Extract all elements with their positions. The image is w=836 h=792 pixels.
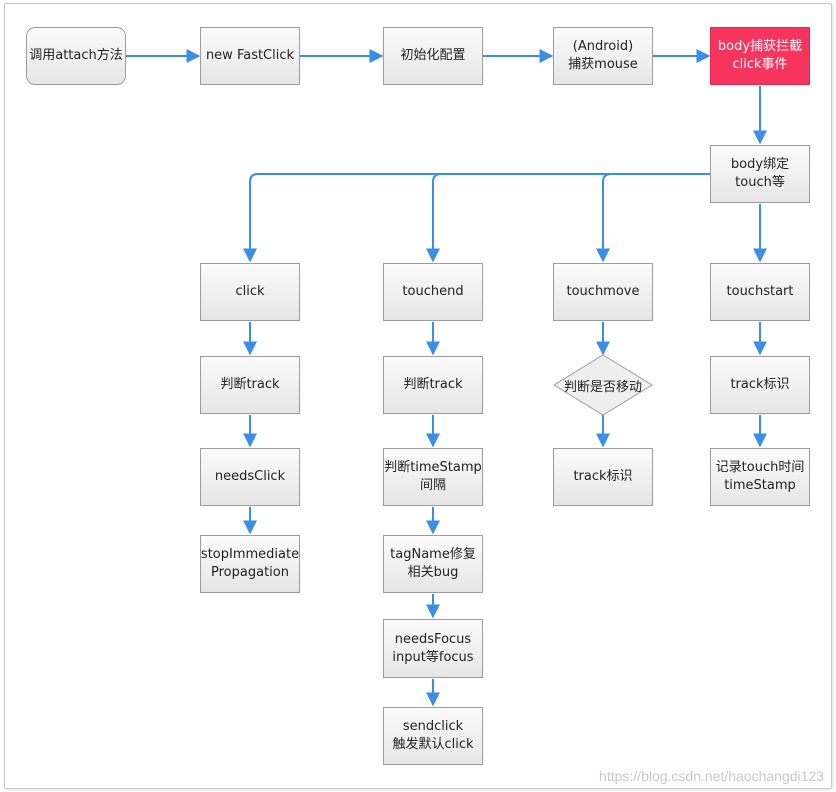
node-touchend-judge-track: 判断track — [383, 356, 483, 414]
node-sendclick: sendclick 触发默认click — [383, 707, 483, 765]
node-touchstart-track-flag: track标识 — [710, 356, 810, 414]
node-touchstart: touchstart — [710, 263, 810, 321]
node-needs-focus: needsFocus input等focus — [383, 619, 483, 678]
node-touchend: touchend — [383, 263, 483, 321]
node-judge-moved: 判断是否移动 — [563, 379, 642, 395]
node-body-intercept: body捕获拦截 click事件 — [710, 27, 810, 85]
node-needs-click: needsClick — [200, 448, 300, 506]
node-tagname-fix: tagName修复 相关bug — [383, 535, 483, 593]
node-stop-propagation: stopImmediate Propagation — [200, 535, 300, 593]
node-click-judge-track: 判断track — [200, 356, 300, 414]
node-new-fastclick: new FastClick — [200, 27, 300, 85]
node-touchmove-track-flag: track标识 — [553, 448, 653, 506]
node-record-time: 记录touch时间 timeStamp — [710, 448, 810, 506]
node-click: click — [200, 263, 300, 321]
node-init-config: 初始化配置 — [383, 27, 483, 85]
node-touchmove: touchmove — [553, 263, 653, 321]
node-android-capture: (Android) 捕获mouse — [553, 27, 653, 85]
edge-branch-touchmove — [596, 173, 612, 263]
node-attach: 调用attach方法 — [26, 27, 126, 85]
decision-diamond — [553, 354, 653, 416]
edge-branch-touchend — [426, 173, 442, 263]
edge-branch-line — [243, 173, 710, 263]
watermark-text: https://blog.csdn.net/haochangdi123 — [599, 768, 824, 784]
node-judge-timestamp: 判断timeStamp 间隔 — [383, 448, 483, 506]
node-body-bind: body绑定 touch等 — [710, 145, 810, 203]
